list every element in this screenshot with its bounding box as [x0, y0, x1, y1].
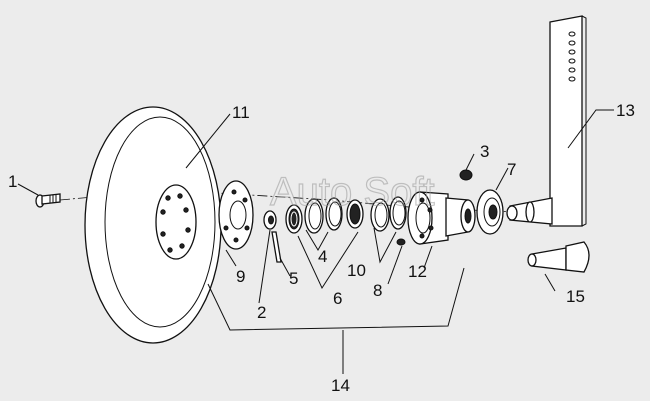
callout-13: 13: [616, 101, 635, 120]
callout-labels: 1 2 3 4 5 6 7 8 9 10 11 12 13 14 15: [8, 101, 635, 395]
watermark: Auto Soft: [270, 170, 435, 214]
callout-14: 14: [331, 376, 350, 395]
callout-15: 15: [566, 287, 585, 306]
flange-plate: [218, 180, 254, 250]
callout-3: 3: [480, 142, 489, 161]
callout-11: 11: [232, 103, 250, 122]
callout-10: 10: [347, 261, 366, 280]
leader-lines: [17, 109, 614, 374]
outer-bearing: [476, 189, 504, 235]
callout-12: 12: [408, 262, 427, 281]
nut: [263, 210, 277, 230]
callout-7: 7: [507, 160, 516, 179]
spindle-arm: [506, 15, 587, 227]
bearing-rings: [285, 196, 407, 234]
callout-9: 9: [236, 267, 245, 286]
callout-4: 4: [318, 247, 327, 266]
callout-1: 1: [8, 172, 17, 191]
hub: [407, 191, 476, 245]
grease-nipple: [396, 238, 406, 246]
axle-stub: [527, 241, 590, 273]
bolt: [35, 193, 61, 208]
disc-blade: [84, 106, 222, 344]
callout-8: 8: [373, 281, 382, 300]
callout-2: 2: [257, 303, 266, 322]
callout-6: 6: [333, 289, 342, 308]
hub-cap: [459, 169, 473, 181]
split-pin: [271, 231, 282, 263]
callout-5: 5: [289, 269, 298, 288]
